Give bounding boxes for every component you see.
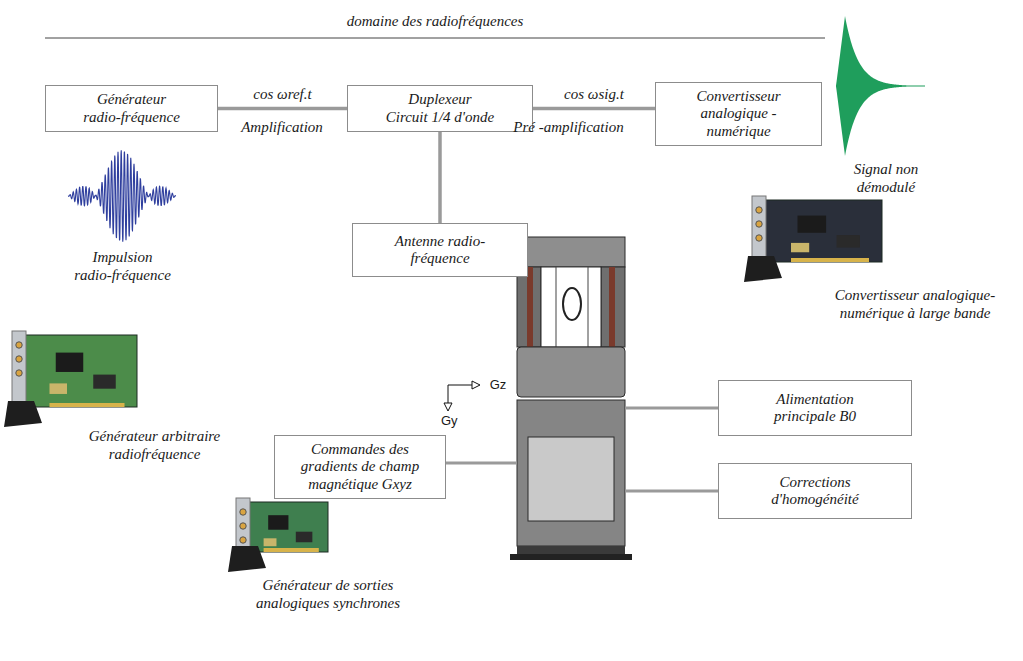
card-board [764, 200, 882, 262]
card-edge-connector [791, 258, 869, 262]
caption-label: Impulsion radio-fréquence [73, 248, 173, 284]
caption-label: domaine des radiofréquences [45, 12, 825, 30]
card-port [16, 370, 22, 376]
gradient-axes [444, 381, 480, 411]
magnet-coil-stripe [527, 267, 533, 347]
caption-label: Pré -amplification [486, 118, 651, 136]
card-handle [744, 256, 782, 282]
axis-label: Gz [483, 377, 513, 393]
card-bracket [12, 331, 26, 413]
card-handle [4, 401, 42, 427]
card-handle [228, 546, 266, 572]
caption-label: Générateur arbitraire radiofréquence [52, 427, 257, 463]
axis-label: Gy [441, 413, 471, 429]
magnet-coil-stripe [609, 267, 615, 347]
axis-head [472, 381, 480, 389]
caption-label: Signal non démodulé [836, 160, 936, 196]
process-box: Commandes des gradients de champ magnéti… [274, 435, 446, 499]
process-box: Générateur radio-fréquence [45, 85, 218, 132]
card-chip [268, 515, 288, 530]
patient-table [556, 267, 588, 347]
box-text: Commandes des gradients de champ magnéti… [290, 441, 430, 493]
card-port [240, 509, 246, 515]
card-chip [791, 243, 809, 252]
magnet-column [601, 267, 625, 347]
cabinet-panel [528, 437, 614, 521]
box-text: Générateur radio-fréquence [82, 91, 182, 126]
axis-line [448, 385, 449, 403]
process-box: Corrections d'homogénéité [718, 463, 912, 519]
magnet-top-cap [517, 237, 625, 267]
sample-oval [563, 288, 581, 320]
box-text: Alimentation principale B0 [755, 391, 875, 426]
axis-head [444, 403, 452, 411]
caption-label: Convertisseur analogique-numérique à lar… [815, 286, 1015, 322]
process-box: DuplexeurCircuit 1/4 d'onde [347, 85, 533, 132]
magnet-cabinet [517, 400, 625, 546]
card-port [756, 207, 762, 213]
card-chip [837, 235, 860, 247]
card-port [756, 221, 762, 227]
domain-rule [45, 38, 825, 39]
process-box: Antenne radio-fréquence [352, 223, 528, 277]
card-chip [264, 538, 277, 546]
leader-lines [446, 408, 718, 491]
card-board [248, 502, 328, 552]
card-port [756, 235, 762, 241]
daq-card [228, 498, 328, 572]
magnet-bore [541, 267, 601, 347]
card-chip [798, 216, 827, 233]
box-text: Duplexeur [408, 91, 471, 108]
daq-card [744, 196, 882, 282]
mri-magnet [510, 237, 632, 560]
box-text: Corrections d'homogénéité [770, 474, 861, 509]
leader-line [625, 407, 718, 410]
card-board [24, 335, 137, 407]
caption-label: Générateur de sorties analogiques synchr… [248, 576, 408, 612]
card-chip [50, 383, 68, 394]
process-box: Convertisseur analogique - numérique [655, 82, 822, 146]
signal-connector [438, 132, 442, 223]
card-port [240, 537, 246, 543]
signal-connector [533, 107, 655, 111]
leader-line [625, 490, 718, 493]
magnet-lower-cap [517, 347, 625, 397]
box-text: Convertisseur analogique - numérique [681, 88, 796, 140]
signal-label: cos ωref.t [251, 85, 313, 103]
leader-line [446, 462, 517, 465]
signal-connector [218, 107, 347, 111]
axis-line [448, 385, 472, 386]
card-port [16, 342, 22, 348]
card-chip [93, 375, 116, 389]
card-port [16, 356, 22, 362]
rf-pulse [68, 150, 176, 241]
card-edge-connector [50, 403, 125, 407]
box-text: Circuit 1/4 d'onde [386, 109, 494, 126]
daq-card [4, 331, 137, 427]
card-port [240, 523, 246, 529]
box-text: Antenne radio-fréquence [390, 233, 490, 268]
card-edge-connector [264, 548, 319, 552]
magnet-base [517, 546, 625, 554]
process-box: Alimentation principale B0 [718, 380, 912, 436]
caption-label: Amplification [222, 118, 342, 136]
fid-signal [836, 16, 925, 156]
magnet-foot [510, 554, 632, 560]
generated-art [4, 16, 925, 572]
magnet-column [517, 267, 541, 347]
card-chip [56, 353, 84, 372]
card-chip [296, 532, 313, 543]
signal-label: cos ωsig.t [562, 85, 626, 103]
